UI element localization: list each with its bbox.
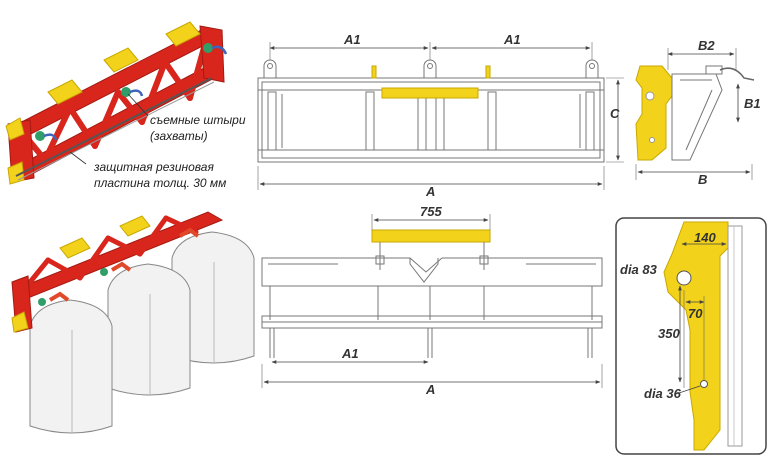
dim-a-top-label: A <box>425 184 435 199</box>
dim-a1-right-label: A1 <box>503 32 521 47</box>
bulk-bag-2 <box>107 263 191 396</box>
top-view-yellow-bar <box>381 87 479 99</box>
lifting-lug-2 <box>103 47 139 73</box>
dim-140-label: 140 <box>694 230 716 245</box>
lifting-lug-bags-2 <box>119 215 151 237</box>
top-view-dimensions: A1 A1 C A <box>257 32 624 199</box>
dim-a-front-label: A <box>425 382 435 397</box>
front-view-dimensions: 755 A1 A <box>261 204 603 397</box>
lifting-lug-3 <box>165 21 201 47</box>
front-view-yellow-bar <box>371 229 491 243</box>
lifting-lug-bags-1 <box>59 237 91 259</box>
dim-b-label: B <box>698 172 707 187</box>
side-view-dimensions: B2 B1 B <box>635 38 761 187</box>
frame-end-right <box>199 25 225 83</box>
leader-pad <box>69 151 87 165</box>
isometric-frame-view: съемные штыри (захваты) защитная резинов… <box>5 21 246 190</box>
dim-350-label: 350 <box>658 326 680 341</box>
annotation-pins-line2: (захваты) <box>150 129 208 143</box>
isometric-bags-view <box>11 211 255 434</box>
side-view-yellow-plate <box>635 65 673 161</box>
front-view-frame <box>261 257 603 287</box>
bag-loop-2 <box>110 261 132 272</box>
detail-box: 140 dia 83 70 350 dia 36 <box>615 217 767 455</box>
annotation-pad-line2: пластина толщ. 30 мм <box>94 176 226 190</box>
dim-b2-label: B2 <box>698 38 715 53</box>
top-view-outer-frame <box>257 77 605 163</box>
dim-dia36-label: dia 36 <box>644 386 682 401</box>
dim-c-label: C <box>610 106 620 121</box>
corner-plate-bags <box>11 311 29 333</box>
rubber-pad-line <box>15 77 213 177</box>
bag-loop-1 <box>48 291 70 302</box>
dim-a1-front-label: A1 <box>341 346 359 361</box>
side-view-pin-icon <box>719 67 755 81</box>
dim-b1-label: B1 <box>744 96 761 111</box>
detail-hole-36 <box>700 380 708 388</box>
lifting-lug-1 <box>47 79 83 105</box>
annotation-pad-line1: защитная резиновая <box>93 160 214 174</box>
detail-hole-83 <box>676 270 692 286</box>
rubber-pad-line-2 <box>17 81 215 181</box>
front-view-drawing <box>261 229 603 358</box>
leader-pins <box>127 93 149 117</box>
annotation-pins-line1: съемные штыри <box>150 113 246 127</box>
bag-loop-3 <box>178 227 200 238</box>
bulk-bag-3 <box>171 231 255 364</box>
corner-plate-left <box>5 117 25 141</box>
bulk-bag-1 <box>29 299 113 434</box>
dim-dia83-label: dia 83 <box>620 262 658 277</box>
top-view-drawing <box>257 59 605 163</box>
dim-755-label: 755 <box>420 204 442 219</box>
side-view-drawing <box>635 65 755 161</box>
dim-a1-left-label: A1 <box>343 32 361 47</box>
dim-70-label: 70 <box>688 306 703 321</box>
